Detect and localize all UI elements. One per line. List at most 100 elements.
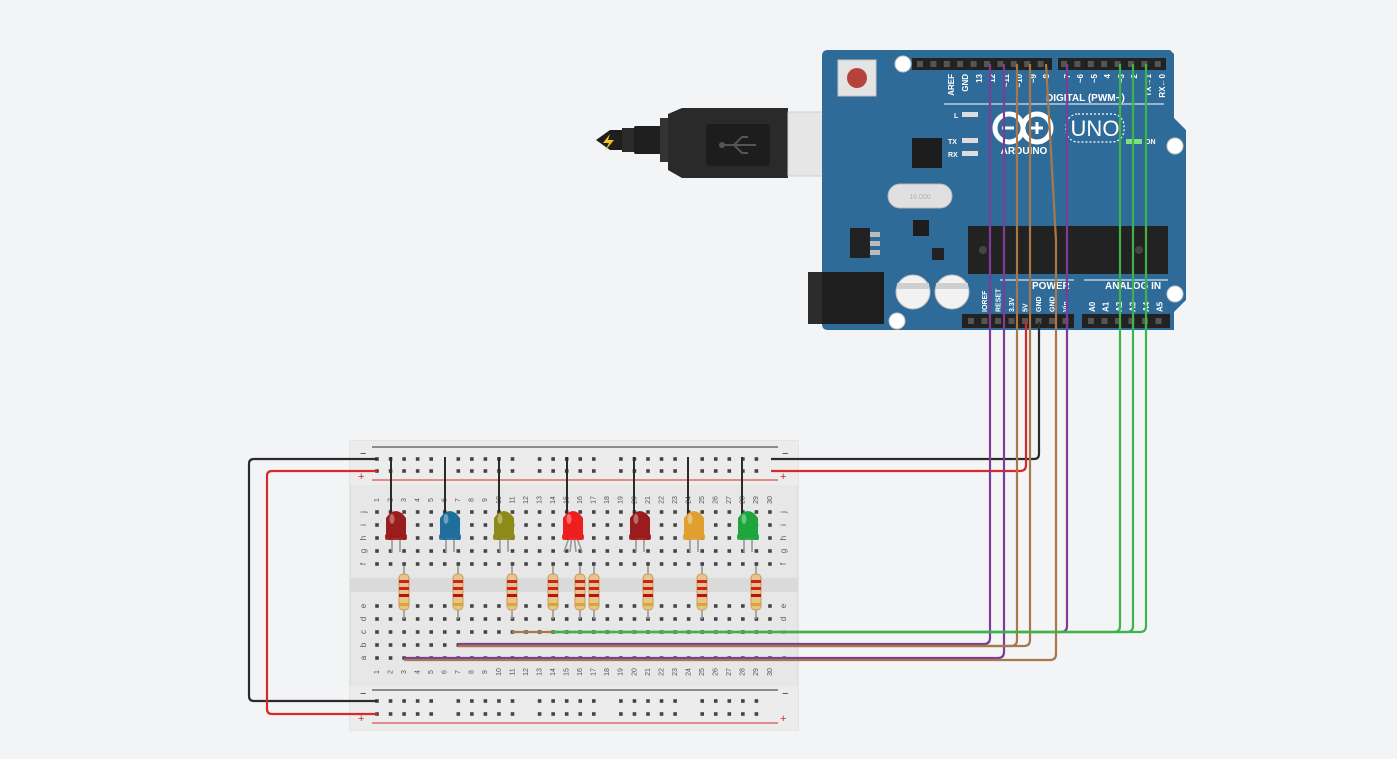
- breadboard-hole[interactable]: [754, 562, 759, 566]
- breadboard-hole[interactable]: [537, 536, 542, 540]
- resistor-6[interactable]: [588, 566, 600, 619]
- header-pin[interactable]: [981, 318, 988, 324]
- header-pin[interactable]: [1024, 61, 1031, 67]
- breadboard-hole[interactable]: [388, 617, 393, 621]
- breadboard-hole[interactable]: [673, 604, 677, 608]
- rail-hole[interactable]: [754, 457, 759, 461]
- breadboard-hole[interactable]: [497, 630, 501, 634]
- breadboard-hole[interactable]: [605, 549, 610, 553]
- breadboard-hole[interactable]: [700, 562, 704, 566]
- breadboard-hole[interactable]: [741, 604, 745, 608]
- breadboard-hole[interactable]: [415, 523, 420, 527]
- rail-hole[interactable]: [537, 469, 542, 473]
- breadboard-hole[interactable]: [442, 617, 447, 621]
- breadboard[interactable]: − + − + − + − + 112233445566778899101011…: [349, 440, 799, 731]
- header-pin[interactable]: [930, 61, 937, 67]
- rail-hole[interactable]: [551, 457, 555, 461]
- header-pin[interactable]: [1114, 61, 1121, 67]
- breadboard-hole[interactable]: [429, 510, 433, 514]
- rail-hole[interactable]: [510, 699, 515, 703]
- rail-hole[interactable]: [456, 457, 461, 461]
- rail-hole[interactable]: [564, 699, 569, 703]
- breadboard-hole[interactable]: [673, 562, 677, 566]
- rail-hole[interactable]: [659, 712, 664, 716]
- breadboard-hole[interactable]: [456, 562, 461, 566]
- breadboard-hole[interactable]: [388, 604, 393, 608]
- header-pin[interactable]: [970, 61, 977, 67]
- rail-hole[interactable]: [754, 469, 759, 473]
- wire-black-gnd-loop[interactable]: [247, 457, 377, 703]
- breadboard-hole[interactable]: [497, 604, 501, 608]
- breadboard-hole[interactable]: [537, 562, 542, 566]
- breadboard-hole[interactable]: [402, 630, 406, 634]
- breadboard-hole[interactable]: [727, 536, 732, 540]
- breadboard-hole[interactable]: [483, 562, 488, 566]
- breadboard-hole[interactable]: [768, 562, 772, 566]
- resistor-3[interactable]: [506, 566, 518, 619]
- breadboard-hole[interactable]: [470, 510, 474, 514]
- rail-hole[interactable]: [673, 712, 677, 716]
- breadboard-hole[interactable]: [470, 536, 474, 540]
- breadboard-hole[interactable]: [686, 617, 691, 621]
- breadboard-hole[interactable]: [686, 604, 691, 608]
- breadboard-hole[interactable]: [619, 536, 623, 540]
- breadboard-hole[interactable]: [388, 643, 393, 647]
- rail-hole[interactable]: [619, 457, 623, 461]
- wire-red-5v-loop[interactable]: [265, 469, 377, 716]
- reset-button[interactable]: [837, 59, 877, 97]
- breadboard-hole[interactable]: [659, 510, 664, 514]
- breadboard-hole[interactable]: [470, 604, 474, 608]
- breadboard-hole[interactable]: [578, 510, 583, 514]
- breadboard-hole[interactable]: [713, 510, 718, 514]
- breadboard-hole[interactable]: [632, 562, 637, 566]
- wire-purple-pin11[interactable]: [404, 64, 1006, 660]
- breadboard-hole[interactable]: [646, 549, 650, 553]
- resistor-2[interactable]: [452, 566, 464, 619]
- rail-hole[interactable]: [456, 699, 461, 703]
- rail-hole[interactable]: [564, 712, 569, 716]
- breadboard-hole[interactable]: [429, 604, 433, 608]
- header-pin[interactable]: [1128, 318, 1135, 324]
- rail-hole[interactable]: [727, 699, 732, 703]
- breadboard-hole[interactable]: [592, 549, 596, 553]
- rail-hole[interactable]: [713, 469, 718, 473]
- breadboard-hole[interactable]: [551, 523, 555, 527]
- breadboard-hole[interactable]: [524, 523, 528, 527]
- breadboard-hole[interactable]: [510, 562, 515, 566]
- rail-hole[interactable]: [470, 712, 474, 716]
- resistor-7[interactable]: [642, 566, 654, 619]
- rail-hole[interactable]: [497, 712, 501, 716]
- breadboard-hole[interactable]: [402, 549, 406, 553]
- rail-hole[interactable]: [713, 457, 718, 461]
- rail-hole[interactable]: [429, 469, 433, 473]
- breadboard-hole[interactable]: [483, 604, 488, 608]
- header-pin[interactable]: [995, 318, 1001, 324]
- rail-hole[interactable]: [646, 469, 650, 473]
- breadboard-hole[interactable]: [727, 562, 732, 566]
- breadboard-hole[interactable]: [429, 549, 433, 553]
- led-green[interactable]: [737, 511, 759, 552]
- breadboard-hole[interactable]: [456, 549, 461, 553]
- breadboard-hole[interactable]: [537, 604, 542, 608]
- breadboard-hole[interactable]: [375, 510, 379, 514]
- breadboard-hole[interactable]: [619, 562, 623, 566]
- rail-hole[interactable]: [578, 469, 583, 473]
- header-pin[interactable]: [1088, 318, 1094, 324]
- arduino-uno-board[interactable]: 16.000 L TX RX ON ARDUINO: [808, 50, 1186, 330]
- rail-hole[interactable]: [659, 699, 664, 703]
- breadboard-hole[interactable]: [483, 630, 488, 634]
- breadboard-hole[interactable]: [754, 549, 759, 553]
- breadboard-hole[interactable]: [388, 549, 393, 553]
- rail-hole[interactable]: [578, 712, 583, 716]
- header-pin[interactable]: [1115, 318, 1121, 324]
- breadboard-hole[interactable]: [564, 617, 569, 621]
- rail-hole[interactable]: [510, 469, 515, 473]
- breadboard-hole[interactable]: [510, 510, 515, 514]
- breadboard-hole[interactable]: [524, 562, 528, 566]
- wire-purple-pin12[interactable]: [458, 64, 992, 646]
- breadboard-hole[interactable]: [659, 604, 664, 608]
- breadboard-hole[interactable]: [375, 617, 379, 621]
- breadboard-hole[interactable]: [592, 562, 596, 566]
- rail-hole[interactable]: [673, 699, 677, 703]
